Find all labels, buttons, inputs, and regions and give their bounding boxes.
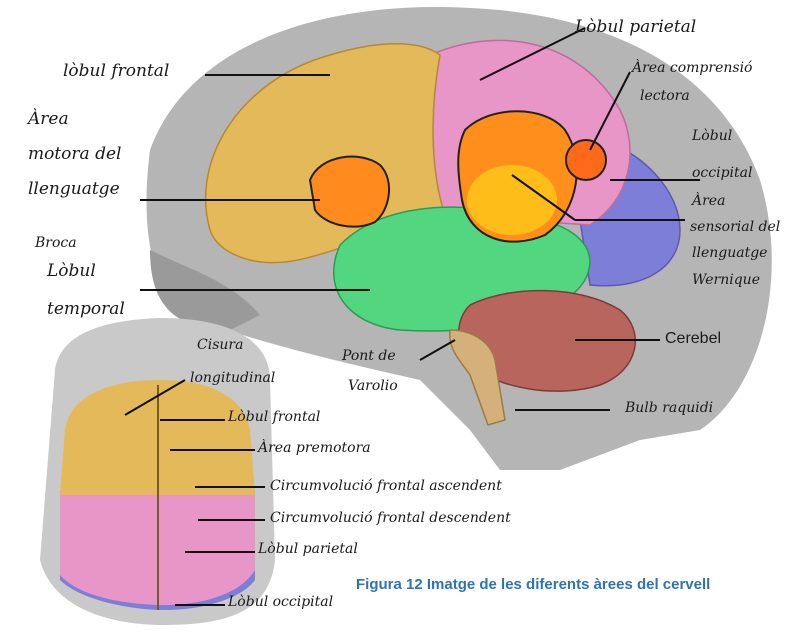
label-area-sensorial-4: Wernique xyxy=(692,272,760,288)
label-pont-varolio-2: Varolio xyxy=(348,378,398,394)
label-area-sensorial-3: llenguatge xyxy=(692,245,767,261)
label-lobul-occipital-1: Lòbul xyxy=(692,128,732,144)
label-lobul-occipital-2: occipital xyxy=(692,165,752,181)
label-area-motora-1: Àrea xyxy=(28,110,69,130)
label-top-lobul-parietal: Lòbul parietal xyxy=(258,541,358,557)
label-cisura-2: longitudinal xyxy=(190,370,275,386)
broca-area xyxy=(310,157,389,227)
label-lobul-parietal: Lòbul parietal xyxy=(575,18,696,38)
label-area-premotora: Àrea premotora xyxy=(258,440,371,456)
label-circ-ascendent: Circumvolució frontal ascendent xyxy=(270,478,502,494)
label-area-motora-4: Broca xyxy=(35,235,77,251)
label-cerebel: Cerebel xyxy=(665,330,721,348)
label-area-sensorial-1: Àrea xyxy=(692,193,725,209)
label-top-lobul-frontal: Lòbul frontal xyxy=(228,409,320,425)
label-lobul-temporal-2: temporal xyxy=(47,300,125,320)
label-area-comprensio-2: lectora xyxy=(640,88,690,104)
label-area-comprensio-1: Àrea comprensió xyxy=(632,60,752,76)
label-lobul-frontal: lòbul frontal xyxy=(63,62,169,82)
figure-caption: Figura 12 Imatge de les diferents àrees … xyxy=(356,576,787,593)
reading-comprehension-area xyxy=(566,140,606,180)
label-lobul-temporal-1: Lòbul xyxy=(47,262,96,282)
label-area-motora-3: llenguatge xyxy=(28,180,120,200)
label-area-motora-2: motora del xyxy=(28,145,121,165)
label-pont-varolio-1: Pont de xyxy=(342,348,396,364)
label-top-lobul-occipital: Lòbul occipital xyxy=(228,594,333,610)
label-circ-descendent: Circumvolució frontal descendent xyxy=(270,510,511,526)
label-bulb-raquidi: Bulb raquidi xyxy=(625,400,713,416)
label-cisura-1: Cisura xyxy=(197,337,243,353)
label-area-sensorial-2: sensorial del xyxy=(690,219,780,235)
